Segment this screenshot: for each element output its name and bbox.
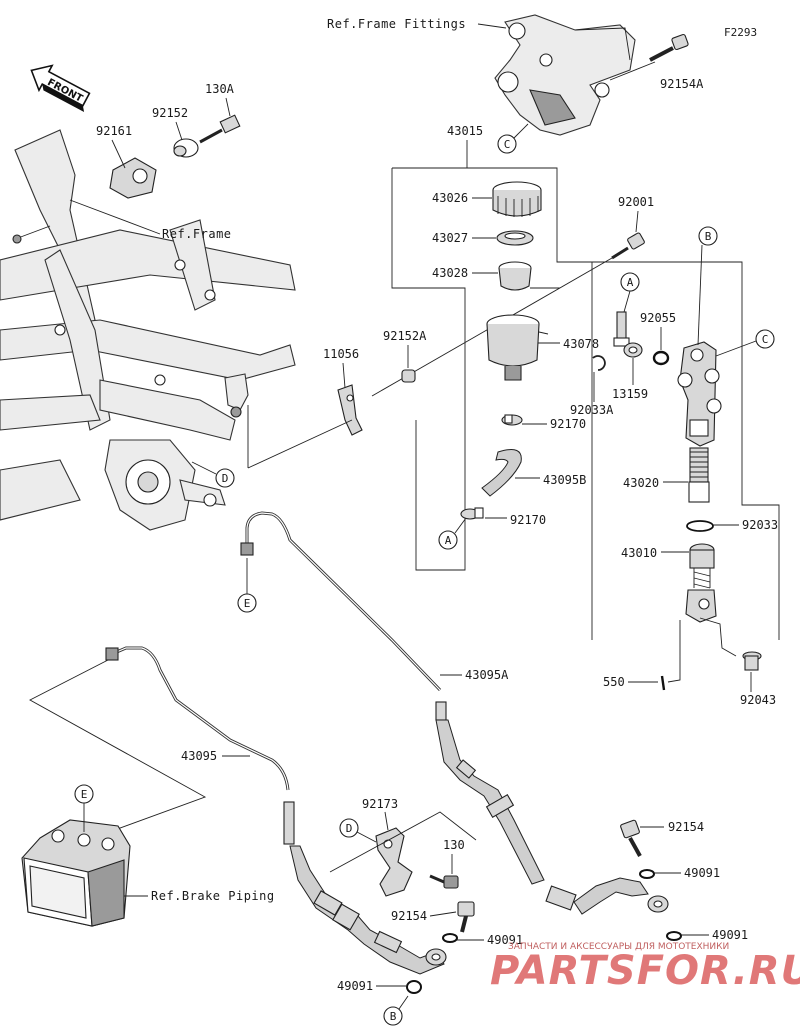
label-92001: 92001 [618, 195, 654, 209]
label-92055: 92055 [640, 311, 676, 325]
abs-unit [21, 819, 131, 927]
label-550: 550 [603, 675, 625, 689]
label-49091-lower-lower: 49091 [337, 979, 373, 993]
ref-frame-fittings-label: Ref.Frame Fittings [327, 17, 466, 31]
part-43010-push-rod [685, 543, 717, 623]
part-92152A-collar [401, 369, 416, 383]
label-43015: 43015 [447, 124, 483, 138]
label-92152: 92152 [152, 106, 188, 120]
callout-c-right-text: C [762, 333, 769, 346]
brake-hose-right [435, 719, 669, 915]
part-43078-reservoir [486, 314, 549, 381]
part-92043-pin [742, 651, 762, 671]
label-43010: 43010 [621, 546, 657, 560]
callout-e-abs-text: E [81, 788, 88, 801]
ref-frame-label: Ref.Frame [162, 227, 232, 241]
part-49091-washer-right-upper [639, 869, 655, 879]
callout-a-lower [438, 530, 458, 550]
label-92152A: 92152A [383, 329, 427, 343]
part-43026-reservoir-cap [492, 181, 542, 217]
part-550-cotter-pin [660, 675, 666, 691]
callout-c-top-text: C [504, 138, 511, 151]
ref-brake-piping-label: Ref.Brake Piping [151, 889, 275, 903]
part-43095A-brake-line [240, 511, 447, 721]
label-92154-lower: 92154 [391, 909, 427, 923]
part-92033-circlip [686, 520, 714, 532]
callout-a-lower-text: A [445, 534, 452, 547]
callout-d-lower [339, 818, 359, 838]
frame-illustration [0, 129, 296, 531]
front-arrow-icon: FRONT [30, 64, 91, 112]
label-13159: 13159 [612, 387, 648, 401]
label-92170-lower: 92170 [510, 513, 546, 527]
label-92154-right: 92154 [668, 820, 704, 834]
label-43095A: 43095A [465, 668, 509, 682]
part-130-bolt [429, 874, 459, 889]
label-130A: 130A [205, 82, 235, 96]
part-92055-o-ring [652, 350, 670, 366]
callout-c-top [497, 134, 517, 154]
callout-d-frame-text: D [222, 472, 229, 485]
part-92161-cushion [109, 157, 157, 199]
watermark-tagline: ЗАПЧАСТИ И АКСЕССУАРЫ ДЛЯ МОТОТЕХНИКИ [508, 942, 729, 952]
part-43028-diaphragm [498, 261, 532, 291]
figure-code: F2293 [724, 26, 757, 39]
part-43020-piston [688, 447, 710, 503]
callout-b-lower [383, 1006, 403, 1026]
label-49091-lower-upper: 49091 [487, 933, 523, 947]
label-43078: 43078 [563, 337, 599, 351]
callout-d-frame [215, 468, 235, 488]
part-92173-bracket [375, 827, 413, 897]
callout-b-upper [698, 226, 718, 246]
part-92152-collar [173, 138, 199, 158]
part-130A-bolt [199, 114, 241, 144]
label-49091-right-upper: 49091 [684, 866, 720, 880]
part-49091-washer-right-lower [666, 931, 682, 941]
label-92170-upper: 92170 [550, 417, 586, 431]
footrest-bracket [494, 14, 636, 136]
part-49091-washer-lower-lower [406, 980, 422, 994]
label-92154A: 92154A [660, 77, 704, 91]
callout-e-pipe-text: E [244, 597, 251, 610]
part-92170-clamp-lower [460, 507, 484, 520]
part-92154-banjo-bolt-right [620, 819, 642, 857]
part-11056-bracket [337, 384, 363, 436]
label-43026: 43026 [432, 191, 468, 205]
watermark: ЗАПЧАСТИ И АКСЕССУАРЫ ДЛЯ МОТОТЕХНИКИ PA… [490, 942, 800, 994]
label-43028: 43028 [432, 266, 468, 280]
label-92033: 92033 [742, 518, 778, 532]
label-49091-right-lower: 49091 [712, 928, 748, 942]
label-92033A: 92033A [570, 403, 614, 417]
part-43095B-hose [481, 449, 522, 497]
label-43027: 43027 [432, 231, 468, 245]
label-43020: 43020 [623, 476, 659, 490]
label-43095: 43095 [181, 749, 217, 763]
part-92033A-circlip [592, 355, 606, 371]
part-43027-plate [496, 230, 534, 246]
part-92154-banjo-bolt-lower [457, 901, 475, 933]
callout-c-right [755, 329, 775, 349]
label-130: 130 [443, 838, 465, 852]
hose-fitting [613, 311, 630, 347]
callout-d-lower-text: D [346, 822, 353, 835]
watermark-brand: PARTSFOR.RU [490, 948, 800, 994]
label-92043: 92043 [740, 693, 776, 707]
brake-hose-left [289, 845, 447, 975]
part-92001-bolt [611, 232, 645, 260]
master-cylinder-body [677, 341, 722, 447]
part-43095-brake-pipe [105, 646, 295, 845]
part-92170-clamp-upper [501, 414, 523, 426]
label-92173: 92173 [362, 797, 398, 811]
part-92154A-bolt [649, 33, 689, 62]
callout-b-upper-text: B [705, 230, 712, 243]
part-13159-joint [623, 342, 643, 358]
label-92161: 92161 [96, 124, 132, 138]
callout-a-upper-text: A [627, 276, 634, 289]
label-43095B: 43095B [543, 473, 586, 487]
callout-b-lower-text: B [390, 1010, 397, 1023]
part-49091-washer-lower-upper [442, 933, 458, 943]
label-11056: 11056 [323, 347, 359, 361]
